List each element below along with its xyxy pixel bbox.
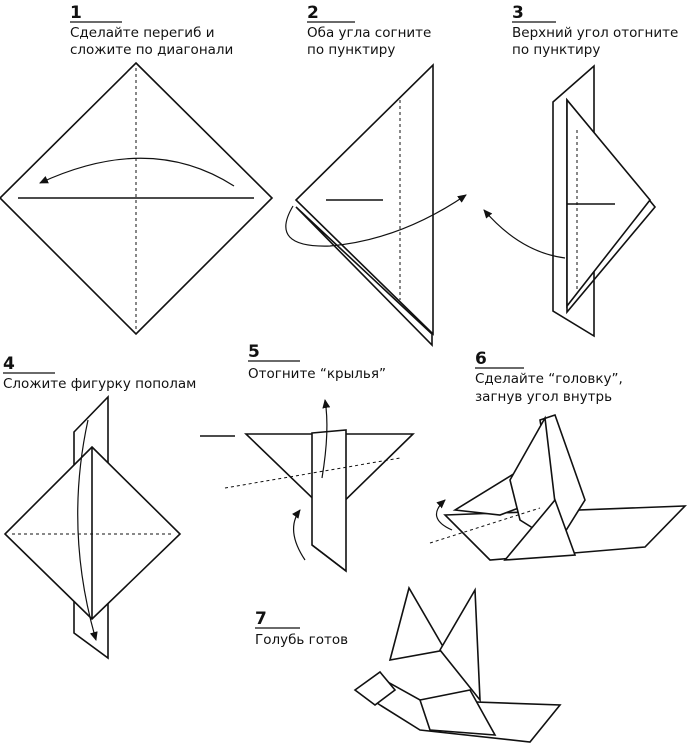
step-7: 7 Голубь готов: [255, 585, 562, 743]
step-5-curl-arrow: [292, 509, 306, 561]
step-4-caption-line-1: Сложите фигурку пополам: [3, 376, 196, 392]
step-3-front-triangle: [566, 97, 652, 309]
step-3-number: 3: [512, 3, 524, 23]
step-3-caption-line-2: по пунктиру: [512, 42, 600, 58]
step-6: 6 Сделайте “головку”, загнув угол внутрь: [429, 349, 687, 561]
step-2-caption-line-2: по пунктиру: [307, 42, 395, 58]
step-7-head: [353, 670, 397, 706]
step-5-up-arrow: [321, 399, 331, 479]
step-6-caption-line-2: загнув угол внутрь: [475, 389, 612, 405]
step-2-lower-layer: [295, 206, 433, 347]
step-1: 1 Сделайте перегиб и сложите по диагонал…: [0, 3, 274, 336]
step-7-front-wing: [439, 587, 481, 703]
step-2: 2 Оба угла согните по пунктиру: [285, 3, 467, 347]
step-5-number: 5: [248, 342, 260, 362]
step-3: 3 Верхний угол отогните по пунктиру: [483, 3, 678, 338]
step-1-caption-line-1: Сделайте перегиб и: [70, 25, 214, 41]
step-1-square-paper: [0, 61, 274, 336]
step-2-caption-line-1: Оба угла согните: [307, 25, 431, 41]
step-3-fold-arrow: [483, 209, 566, 259]
step-3-caption-line-1: Верхний угол отогните: [512, 25, 678, 41]
step-1-caption-line-2: сложите по диагонали: [70, 42, 233, 58]
step-6-fold-line: [429, 507, 541, 544]
step-4-fold-arrow: [77, 419, 98, 641]
step-6-lower-flap: [503, 498, 577, 561]
step-7-number: 7: [255, 609, 267, 629]
step-7-caption-line-1: Голубь готов: [255, 632, 348, 648]
step-5: 5 Отогните “крылья”: [200, 342, 415, 573]
step-2-number: 2: [307, 3, 319, 23]
step-5-strip-lower-edge: [311, 544, 347, 572]
step-1-number: 1: [70, 3, 82, 23]
step-6-number: 6: [475, 349, 487, 369]
step-1-fold-arrow: [39, 157, 235, 187]
step-5-caption-line-1: Отогните “крылья”: [248, 366, 386, 382]
step-6-curl-arrow: [436, 499, 453, 531]
step-2-fold-arrow: [285, 194, 467, 247]
step-6-caption-line-1: Сделайте “головку”,: [475, 371, 623, 387]
step-7-lower-flap: [418, 689, 497, 736]
step-4: 4 Сложите фигурку пополам: [3, 354, 196, 660]
step-7-back-wing: [388, 585, 447, 662]
step-4-number: 4: [3, 354, 15, 374]
